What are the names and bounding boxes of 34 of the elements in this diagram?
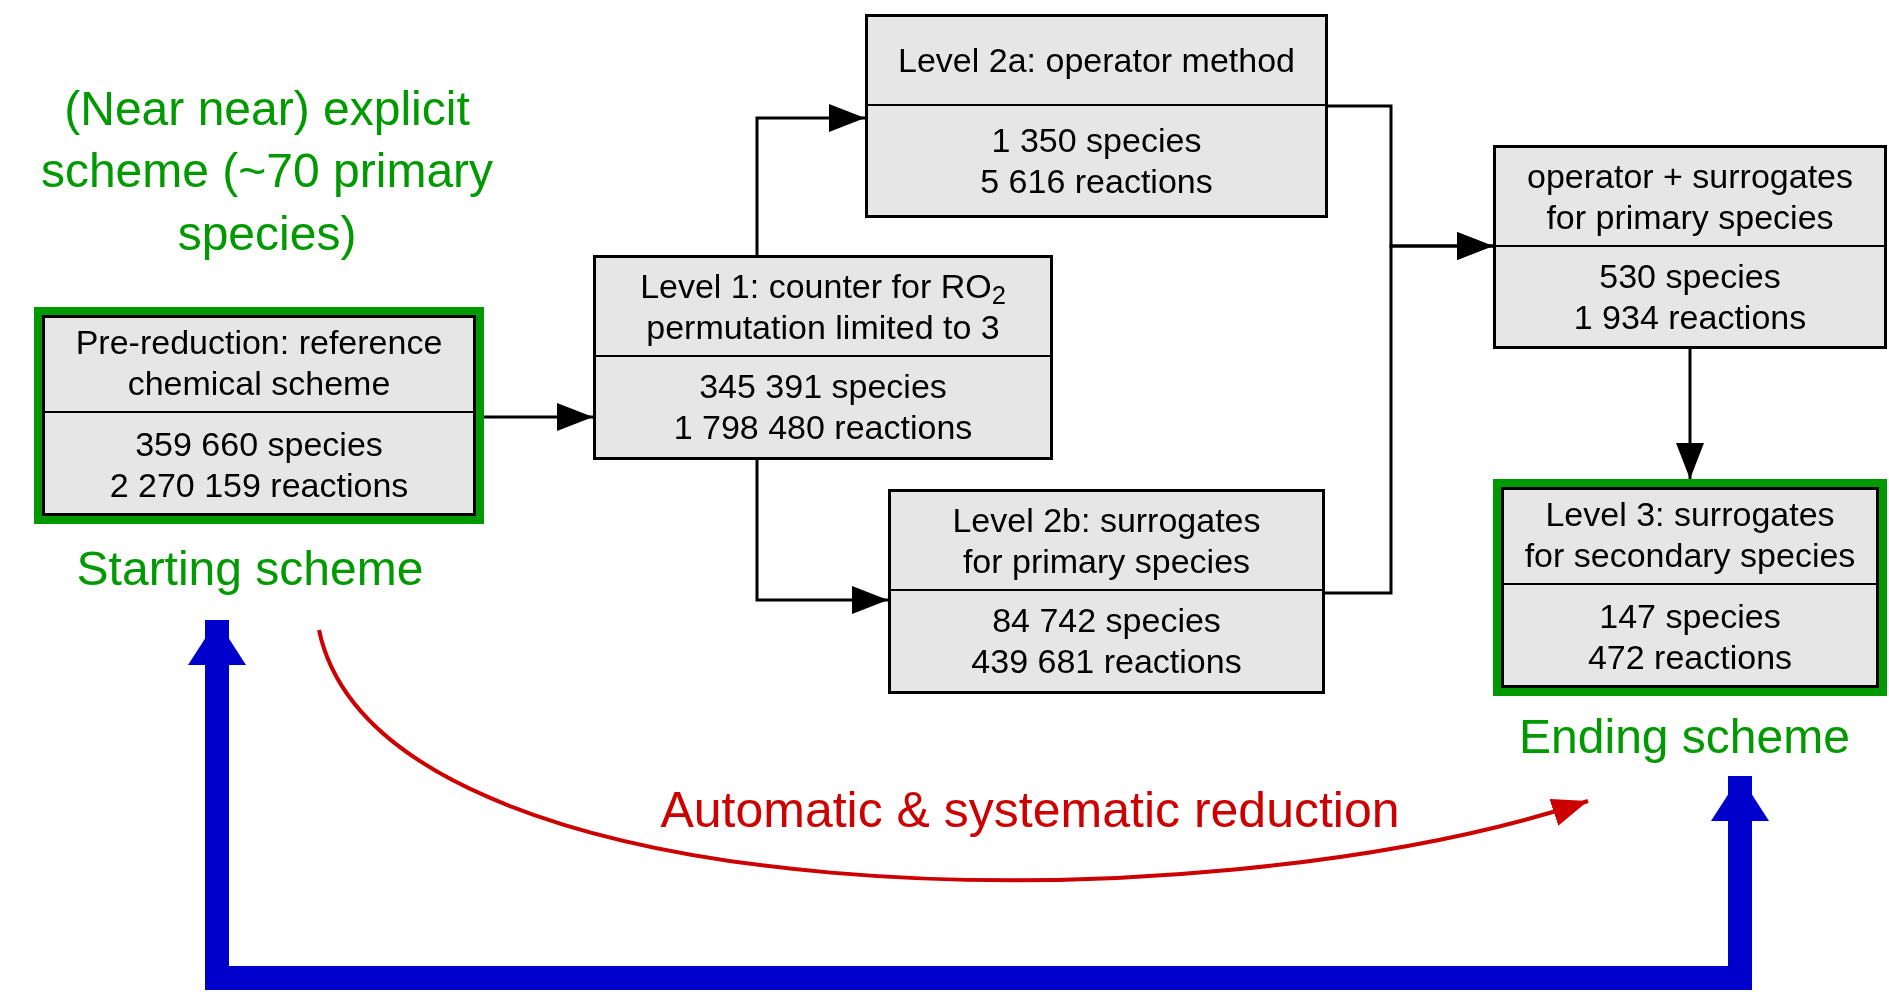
box-heading: Pre-reduction: reference chemical scheme xyxy=(74,322,444,404)
box-stats: 5 616 reactions xyxy=(980,160,1213,202)
process-box xyxy=(1493,479,1887,696)
box-stats: 345 391 species xyxy=(699,366,947,407)
scheme-caption: Ending scheme xyxy=(1518,709,1851,765)
box-stats: 1 798 480 reactions xyxy=(673,407,973,448)
box-stats: 439 681 reactions xyxy=(971,641,1242,682)
box-stats: 1 934 reactions xyxy=(1573,296,1807,338)
thick-arrow xyxy=(188,620,1769,990)
box-stats: 472 reactions xyxy=(1587,636,1793,678)
process-box xyxy=(593,255,1053,460)
box-heading: Level 2b: surrogates for primary species xyxy=(951,499,1262,582)
box-stats: 2 270 159 reactions xyxy=(109,464,409,506)
box-heading: Level 1: counter for RO$_{2}$ permutation limited to 3 xyxy=(639,265,1007,348)
box-heading: operator + surrogates for primary species xyxy=(1526,155,1854,238)
arrow xyxy=(755,460,888,614)
arrow xyxy=(1676,349,1704,479)
box-stats: 1 350 species xyxy=(991,119,1202,161)
scheme-caption: (Near near) explicit scheme (~70 primary species) xyxy=(39,81,495,262)
box-stats: 84 742 species xyxy=(992,600,1221,641)
box-stats: 530 species xyxy=(1599,255,1781,297)
curved-arrow xyxy=(317,629,1589,882)
process-box xyxy=(34,307,484,524)
process-box xyxy=(1493,145,1887,349)
arrow xyxy=(755,104,865,255)
box-heading: Level 3: surrogates for secondary species xyxy=(1523,494,1857,576)
arrow xyxy=(1325,232,1493,595)
process-box xyxy=(888,489,1325,694)
process-box xyxy=(865,14,1328,218)
box-heading: Level 2a: operator method xyxy=(898,40,1295,81)
box-stats: 147 species xyxy=(1599,595,1781,637)
scheme-caption: Starting scheme xyxy=(75,541,425,597)
arrow xyxy=(484,403,593,431)
box-stats: 359 660 species xyxy=(135,423,383,465)
